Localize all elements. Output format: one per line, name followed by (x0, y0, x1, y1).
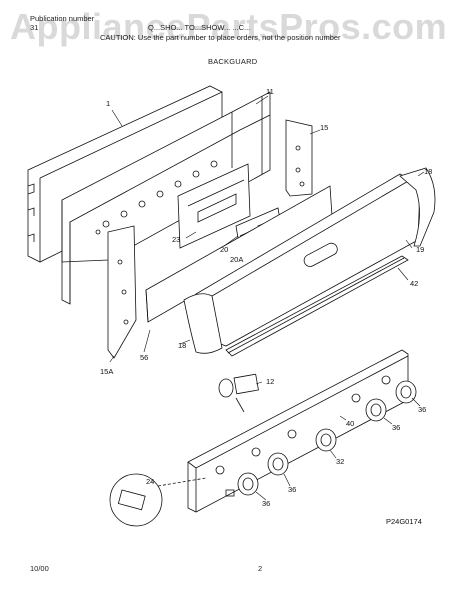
callout-15a: 15A (100, 367, 113, 376)
detail-circle-part (109, 473, 235, 527)
end-cap-right-part (399, 167, 436, 247)
callout-42: 42 (410, 279, 418, 288)
callout-36-a: 36 (418, 405, 426, 414)
callout-36-b: 36 (392, 423, 400, 432)
callout-36-d: 36 (262, 499, 270, 508)
callout-20: 20 (220, 245, 228, 254)
callout-24: 24 (146, 477, 154, 486)
callout-23: 23 (172, 235, 180, 244)
knob-part (237, 380, 417, 496)
callout-19: 19 (416, 245, 424, 254)
switch-part (218, 373, 259, 413)
leader-lines (109, 95, 425, 501)
right-side-bracket-part (285, 119, 313, 197)
callout-20a: 20A (230, 255, 243, 264)
left-side-bracket-part (107, 225, 137, 359)
callout-15: 15 (320, 123, 328, 132)
publication-label: Publication number (30, 14, 95, 23)
callout-56: 56 (140, 353, 148, 362)
publication-number: 31 (30, 23, 39, 32)
callout-32: 32 (336, 457, 344, 466)
callout-12: 12 (266, 377, 274, 386)
section-title: BACKGUARD (208, 57, 258, 66)
footer-date: 10/00 (30, 564, 49, 573)
end-cap-left-part (183, 293, 223, 354)
page-number: 2 (258, 564, 263, 573)
callout-18-right: 18 (424, 167, 432, 176)
callout-11: 11 (266, 87, 274, 96)
callout-36-c: 36 (288, 485, 296, 494)
callout-40: 40 (346, 419, 354, 428)
caution-note: CAUTION: Use the part number to place or… (100, 33, 341, 42)
header-line1: Q...SHO... TO...SHOW... ...C... (148, 23, 251, 32)
trim-strip-part (225, 255, 409, 357)
control-bracket-part (177, 163, 251, 249)
diagram-code: P24G0174 (386, 517, 422, 526)
watermark-text: AppliancePartsPros.com (10, 6, 448, 47)
callout-1: 1 (106, 99, 110, 108)
control-panel-part (187, 349, 409, 513)
callout-18-left: 18 (178, 341, 186, 350)
backguard-frame-part (61, 91, 271, 305)
